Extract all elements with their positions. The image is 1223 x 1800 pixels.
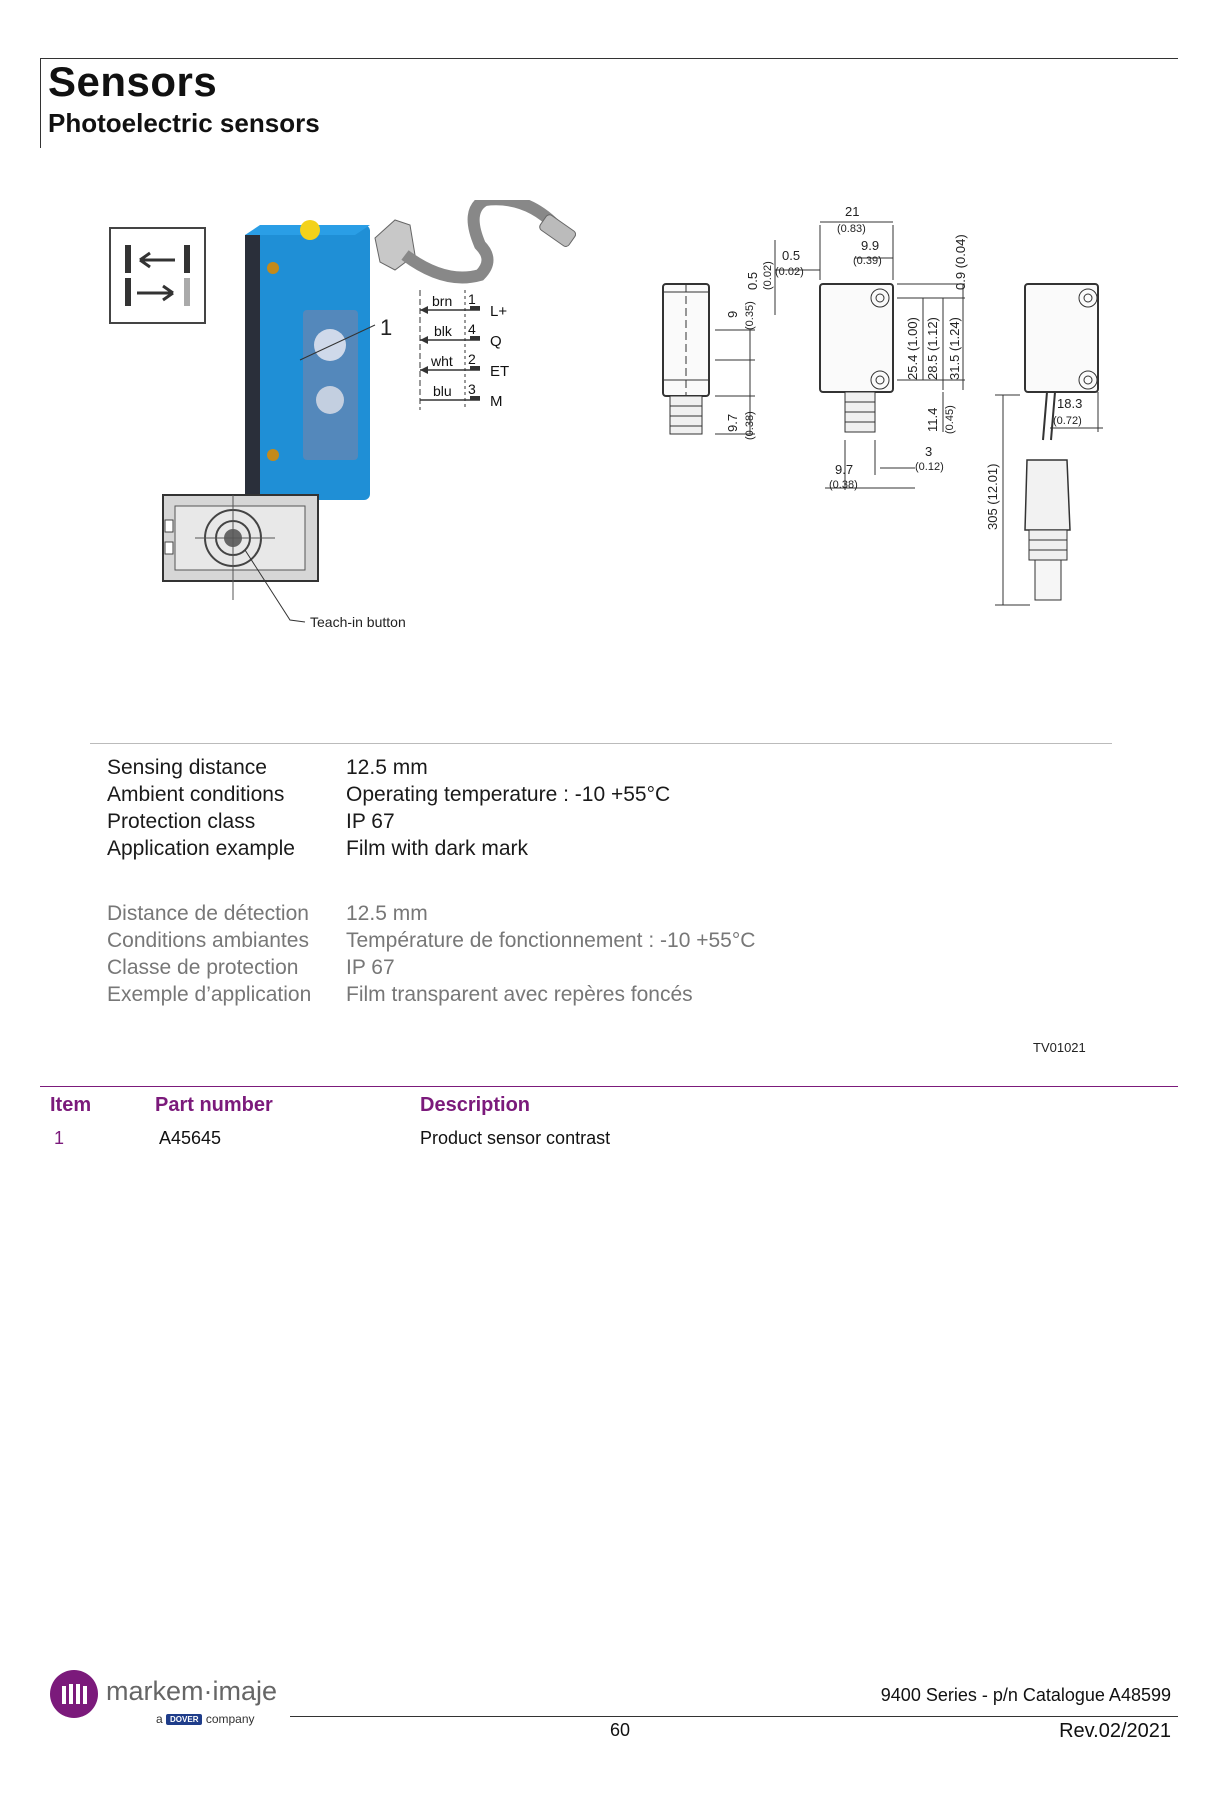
cell-item: 1 [54,1128,65,1148]
svg-text:(0.38): (0.38) [744,411,756,440]
sensor-photo: 1 [245,220,392,560]
sensor-drawing: 1 Teach-in button brn 1 L+ [109,200,1103,630]
page-title: Sensors [48,58,218,105]
svg-text:Q: Q [490,333,502,350]
svg-text:31.5 (1.24): 31.5 (1.24) [947,317,962,380]
page-subtitle: Photoelectric sensors [48,108,320,138]
cell-description: Product sensor contrast [420,1128,611,1148]
spec-label: Sensing distance [107,756,267,779]
svg-text:(0.45): (0.45) [944,405,956,434]
spec-label: Classe de protection [107,956,299,979]
spec-value: Film transparent avec repères foncés [346,983,693,1006]
spec-label: Distance de détection [107,902,309,925]
teach-in-label: Teach-in button [310,614,406,630]
spec-label: Conditions ambiantes [107,929,309,952]
page-number: 60 [610,1720,631,1740]
dover-logo: DOVER [166,1714,203,1726]
svg-text:(0.02): (0.02) [762,261,774,290]
sensor-symbol-icon [109,227,206,324]
spec-value: Operating temperature : -10 +55°C [346,783,671,806]
side-cable-drawing: 18.3 (0.72) 305 (12.01) [985,283,1103,606]
column-header-part: Part number [155,1094,273,1116]
column-header-item: Item [50,1094,92,1116]
header-rule [40,58,1178,59]
svg-text:(0.35): (0.35) [744,301,756,330]
brand-name: markem·imaje [106,1676,278,1706]
reference-code: TV01021 [1033,1040,1086,1055]
svg-text:3: 3 [468,381,476,397]
spec-value: 12.5 mm [346,902,428,925]
spec-label: Ambient conditions [107,783,285,806]
spec-label: Application example [107,837,295,860]
svg-text:3: 3 [925,444,932,459]
svg-text:9.9: 9.9 [861,238,879,253]
svg-text:blu: blu [433,383,452,399]
svg-text:9.7: 9.7 [725,414,740,432]
spec-value: 12.5 mm [346,756,428,779]
svg-text:brn: brn [432,293,452,309]
svg-text:ET: ET [490,363,509,380]
svg-text:21: 21 [845,204,859,219]
svg-text:(0.12): (0.12) [915,461,944,473]
spec-value: Film with dark mark [346,837,529,860]
cable-connector-photo [374,200,577,284]
svg-text:1: 1 [468,291,476,307]
svg-text:(0.83): (0.83) [837,223,866,235]
svg-text:wht: wht [430,353,453,369]
svg-text:0.5: 0.5 [782,248,800,263]
spec-label: Protection class [107,810,256,833]
svg-text:28.5 (1.12): 28.5 (1.12) [925,317,940,380]
brand-logo-icon [50,1670,98,1718]
svg-text:0.5: 0.5 [745,272,760,290]
wiring-schematic: brn 1 L+ blk 4 Q wht 2 ET blu 3 M [419,290,509,410]
svg-text:305 (12.01): 305 (12.01) [985,464,1000,531]
spec-value: IP 67 [346,810,395,833]
teach-in-detail: Teach-in button [162,494,406,630]
svg-text:(0.38): (0.38) [829,479,858,491]
spec-label: Exemple d’application [107,983,312,1006]
brand-tagline: a DOVER company [156,1712,255,1726]
svg-text:(0.72): (0.72) [1053,415,1082,427]
callout-label: 1 [380,315,392,340]
spec-value: Température de fonctionnement : -10 +55°… [346,929,756,952]
revision: Rev.02/2021 [1059,1720,1171,1742]
spec-value: IP 67 [346,956,395,979]
header-left-rule [40,58,41,148]
svg-text:4: 4 [468,321,476,337]
catalogue-reference: 9400 Series - p/n Catalogue A48599 [880,1685,1171,1705]
svg-text:(0.02): (0.02) [775,266,804,278]
table-rule [40,1086,1178,1087]
svg-text:L+: L+ [490,303,507,320]
svg-text:M: M [490,393,503,410]
svg-text:blk: blk [434,323,453,339]
svg-text:25.4 (1.00): 25.4 (1.00) [905,317,920,380]
svg-text:18.3: 18.3 [1057,396,1082,411]
svg-text:0.9 (0.04): 0.9 (0.04) [953,234,968,290]
svg-text:(0.39): (0.39) [853,255,882,267]
section-divider [90,743,1112,744]
svg-text:9.7: 9.7 [835,462,853,477]
cell-part-number: A45645 [159,1128,222,1148]
front-view-drawing: 21 (0.83) 9.9 (0.39) 0.5 (0.02) 0.5 (0.0… [745,204,968,491]
svg-text:2: 2 [468,351,476,367]
svg-text:11.4: 11.4 [925,408,940,432]
svg-text:9: 9 [725,311,740,318]
column-header-description: Description [420,1094,531,1116]
side-view-drawing: 9 (0.35) 9.7 (0.38) [662,283,756,440]
footer-rule [290,1716,1178,1717]
